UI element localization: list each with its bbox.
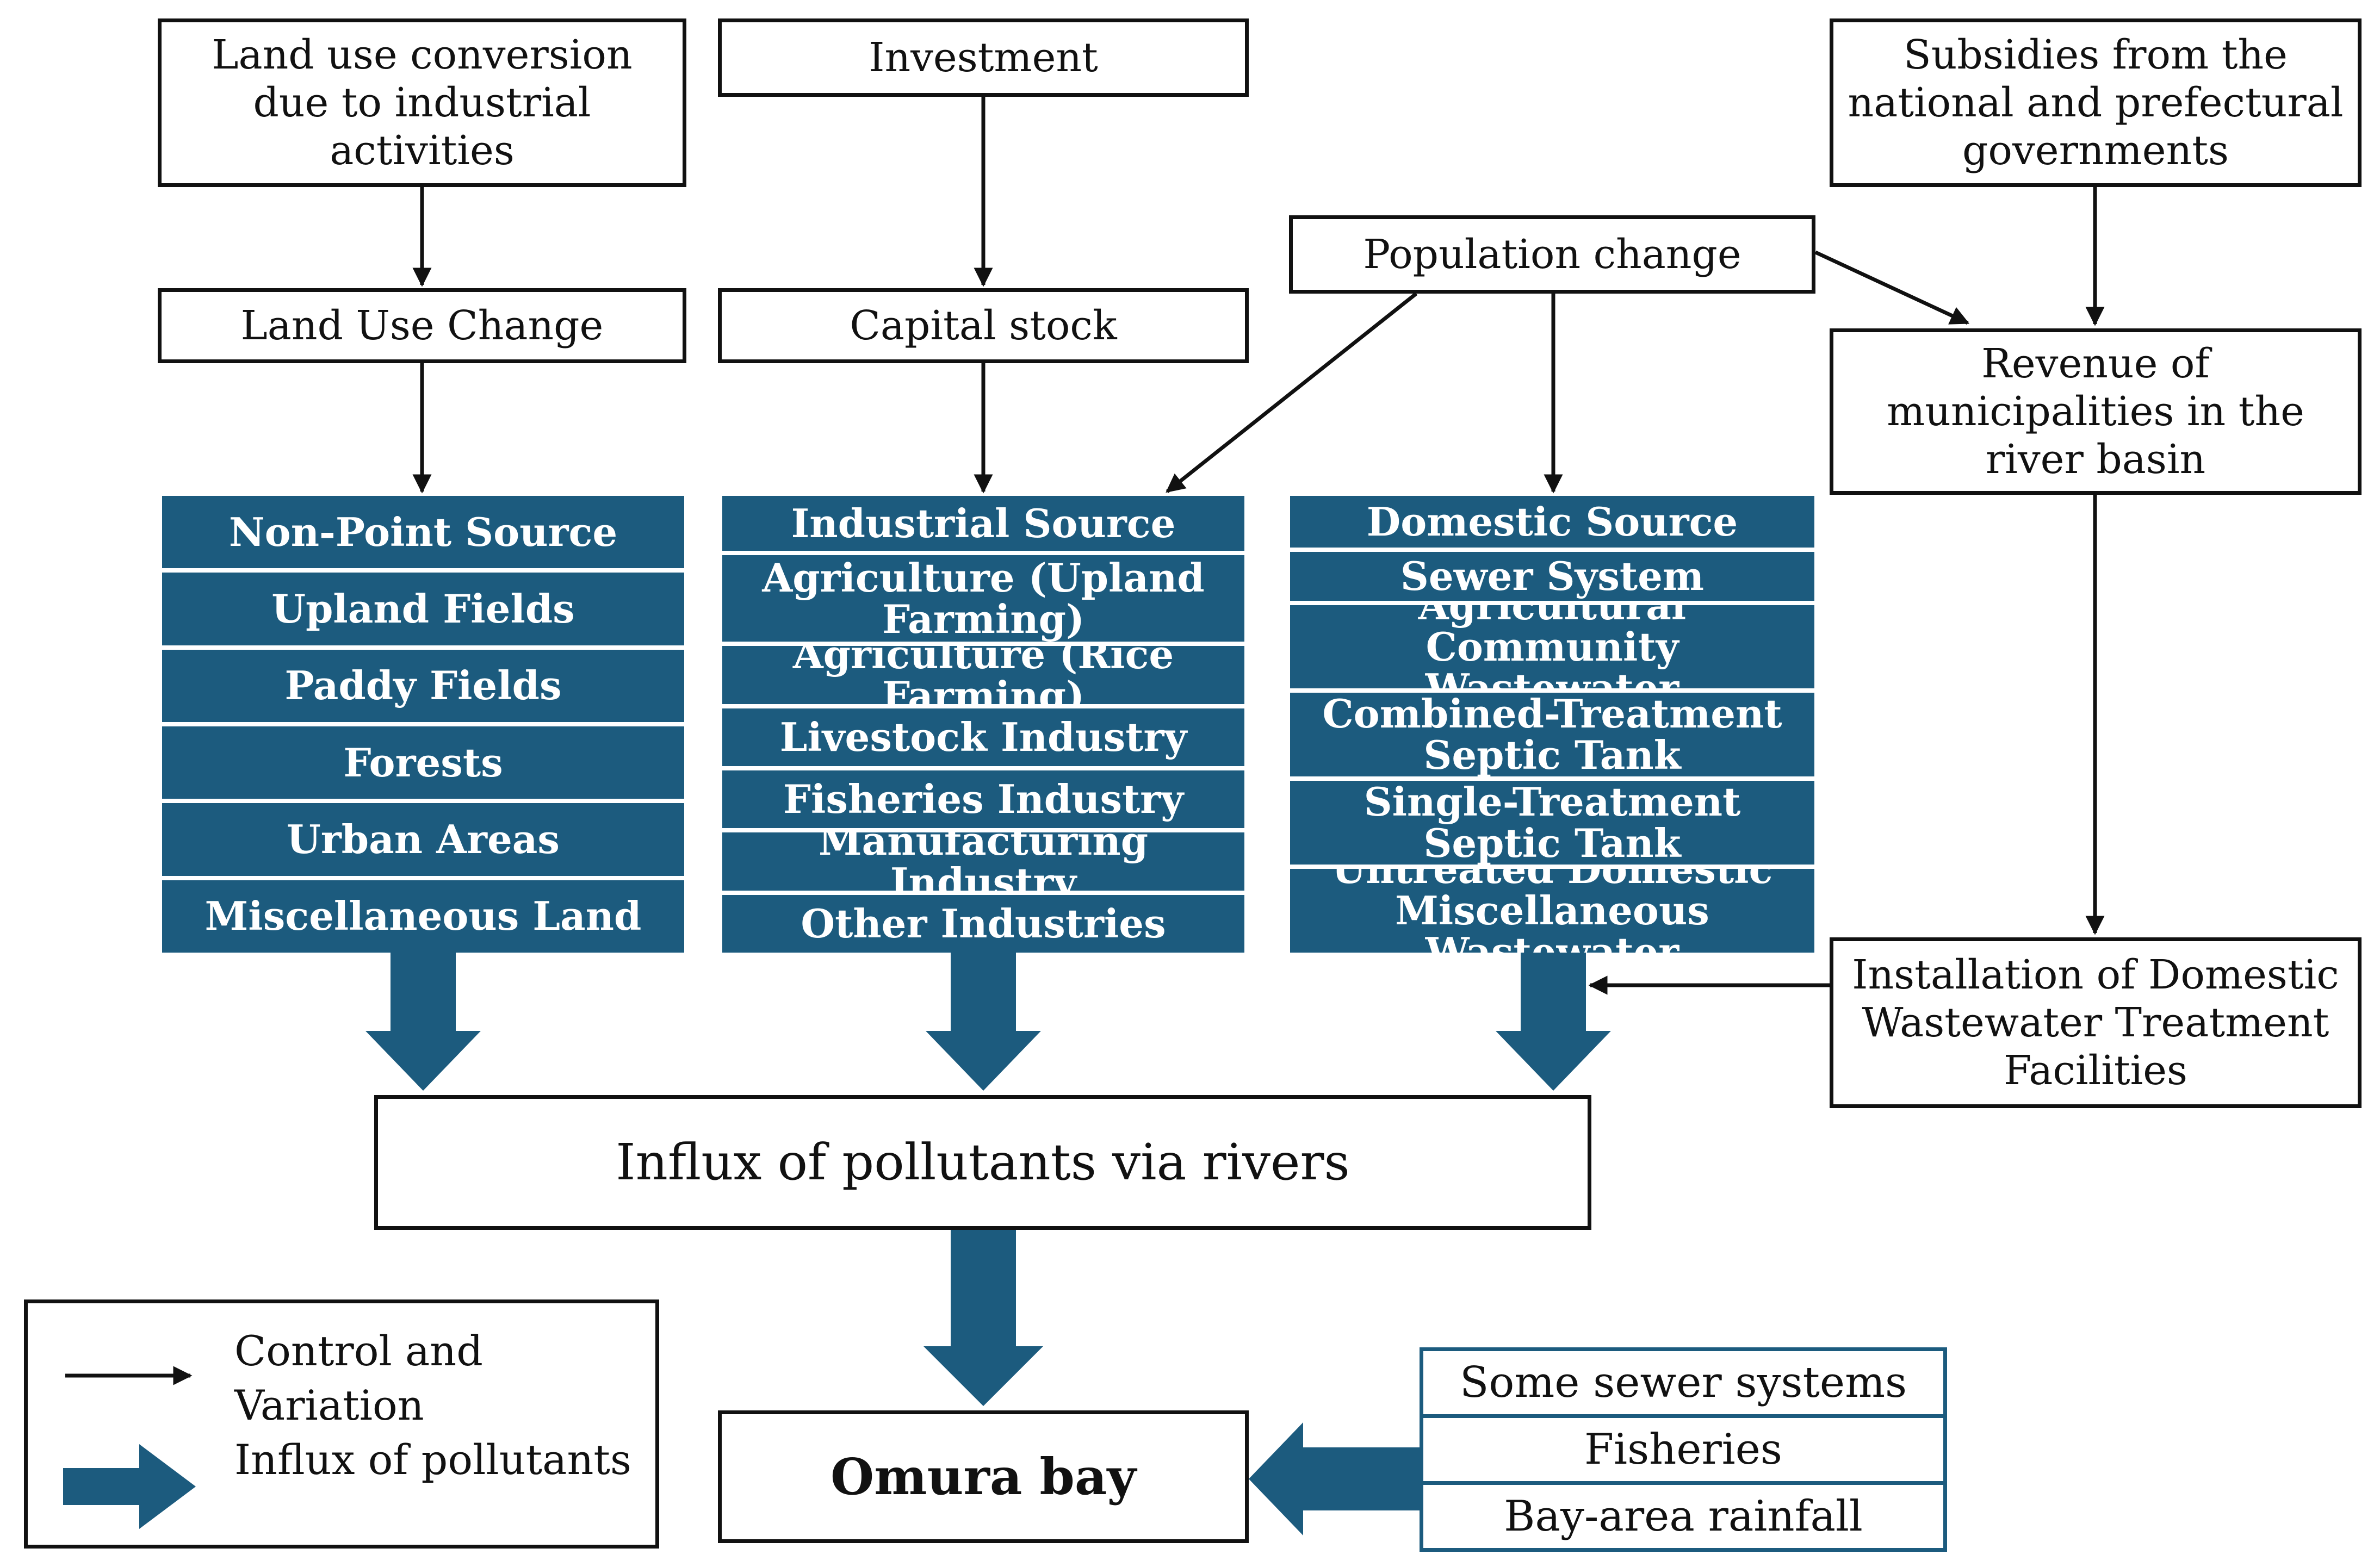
arrow-population-to-industrial (1166, 292, 1418, 493)
box-subsidies: Subsidies from the national and prefectu… (1830, 18, 2362, 187)
land-use-change-label: Land Use Change (240, 302, 604, 349)
bay-source-rainfall: Bay-area rainfall (1423, 1481, 1943, 1548)
flow-arrow-industrial (926, 953, 1041, 1091)
legend-influx-label: Influx of pollutants (234, 1435, 631, 1484)
box-land-use-change: Land Use Change (158, 288, 686, 363)
flow-arrow-nonpoint (365, 953, 481, 1091)
domestic-source-column: Domestic Source Sewer System Agricultura… (1290, 496, 1814, 953)
land-use-conversion-label: Land use conversion due to industrial ac… (212, 32, 633, 174)
industrial-item-manufacturing: Manufacturing Industry (722, 832, 1244, 891)
flow-arrow-sources-to-bay (1249, 1422, 1420, 1535)
industrial-item-rice-farming: Agriculture (Rice Farming) (722, 646, 1244, 704)
box-influx-via-rivers: Influx of pollutants via rivers (374, 1095, 1591, 1230)
subsidies-label: Subsidies from the national and prefectu… (1848, 32, 2344, 174)
domestic-item-sewer-system: Sewer System (1290, 552, 1814, 601)
arrow-population-to-revenue (1814, 250, 1970, 325)
flow-arrow-influx-to-bay (924, 1230, 1043, 1406)
domestic-item-combined-septic: Combined-Treatment Septic Tank (1290, 693, 1814, 777)
installation-label: Installation of Domestic Wastewater Trea… (1852, 952, 2339, 1094)
industrial-source-header: Industrial Source (722, 496, 1244, 551)
bay-source-fisheries: Fisheries (1423, 1414, 1943, 1481)
capital-stock-label: Capital stock (850, 302, 1117, 349)
industrial-item-other: Other Industries (722, 894, 1244, 953)
flow-arrow-domestic (1496, 953, 1611, 1091)
domestic-item-untreated: Untreated Domestic Miscellaneous Wastewa… (1290, 869, 1814, 953)
influx-label: Influx of pollutants via rivers (616, 1133, 1350, 1191)
omura-bay-label: Omura bay (830, 1447, 1136, 1506)
non-point-item-urban-areas: Urban Areas (162, 803, 684, 876)
bay-sources-stack: Some sewer systems Fisheries Bay-area ra… (1420, 1347, 1947, 1552)
non-point-source-column: Non-Point Source Upland Fields Paddy Fie… (162, 496, 684, 953)
non-point-item-paddy-fields: Paddy Fields (162, 649, 684, 722)
box-capital-stock: Capital stock (718, 288, 1249, 363)
non-point-item-miscellaneous-land: Miscellaneous Land (162, 880, 684, 953)
non-point-source-header: Non-Point Source (162, 496, 684, 569)
non-point-item-upland-fields: Upland Fields (162, 573, 684, 645)
box-omura-bay: Omura bay (718, 1410, 1249, 1543)
domestic-item-single-septic: Single-Treatment Septic Tank (1290, 781, 1814, 865)
legend-influx-arrow (63, 1444, 196, 1529)
bay-source-sewer-systems: Some sewer systems (1459, 1358, 1907, 1407)
investment-label: Investment (869, 34, 1098, 81)
box-investment: Investment (718, 18, 1249, 97)
box-population-change: Population change (1289, 215, 1815, 294)
legend-control-label: Control and Variation (234, 1327, 483, 1429)
box-revenue: Revenue of municipalities in the river b… (1830, 328, 2362, 495)
box-land-use-conversion: Land use conversion due to industrial ac… (158, 18, 686, 187)
industrial-source-column: Industrial Source Agriculture (Upland Fa… (722, 496, 1244, 953)
industrial-item-upland-farming: Agriculture (Upland Farming) (722, 555, 1244, 642)
population-change-label: Population change (1363, 231, 1741, 278)
non-point-item-forests: Forests (162, 726, 684, 799)
legend: Control and Variation Influx of pollutan… (24, 1299, 659, 1549)
domestic-source-header: Domestic Source (1290, 496, 1814, 548)
box-installation: Installation of Domestic Wastewater Trea… (1830, 937, 2362, 1108)
industrial-item-fisheries: Fisheries Industry (722, 770, 1244, 829)
domestic-item-agricultural-community: Agricultural Community Wastewater (1290, 605, 1814, 689)
revenue-label: Revenue of municipalities in the river b… (1887, 340, 2304, 483)
industrial-item-livestock: Livestock Industry (722, 708, 1244, 767)
